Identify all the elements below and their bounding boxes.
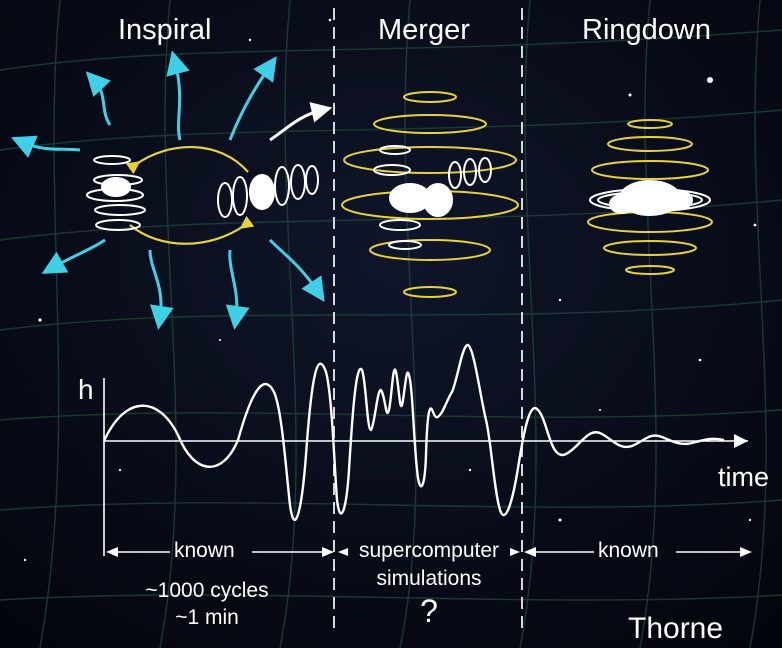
orbit-arc-top xyxy=(125,146,249,175)
merging-black-holes xyxy=(373,145,492,250)
black-hole-left xyxy=(86,155,146,231)
cycles-note: ~1000 cycles xyxy=(145,579,269,602)
y-axis-label: h xyxy=(78,374,94,405)
x-axis-label: time xyxy=(718,462,770,492)
phase-title-merger: Merger xyxy=(378,14,470,46)
gravitational-waveform xyxy=(102,343,725,521)
final-black-hole xyxy=(589,180,711,216)
known-label-left: known xyxy=(174,539,235,562)
duration-note: ~1 min xyxy=(175,606,239,629)
phase-title-ringdown: Ringdown xyxy=(582,14,711,46)
gravitational-wave-arrows xyxy=(10,50,325,330)
ringdown-illustration xyxy=(587,119,713,275)
orbit-arc-bottom xyxy=(129,215,255,245)
merger-question-mark: ? xyxy=(420,593,438,629)
time-axis-arrowhead xyxy=(734,434,748,448)
phase-title-inspiral: Inspiral xyxy=(118,14,212,46)
black-hole-right xyxy=(217,164,319,218)
credit-label: Thorne xyxy=(628,612,724,645)
phase-range-arrows xyxy=(106,547,752,557)
merger-note-line2: simulations xyxy=(376,567,482,590)
merger-note-line1: supercomputer xyxy=(358,539,500,562)
known-label-right: known xyxy=(598,539,659,562)
inspiral-illustration xyxy=(10,50,333,330)
merger-illustration xyxy=(341,91,519,298)
motion-arrow xyxy=(269,102,333,142)
stars xyxy=(23,18,757,622)
